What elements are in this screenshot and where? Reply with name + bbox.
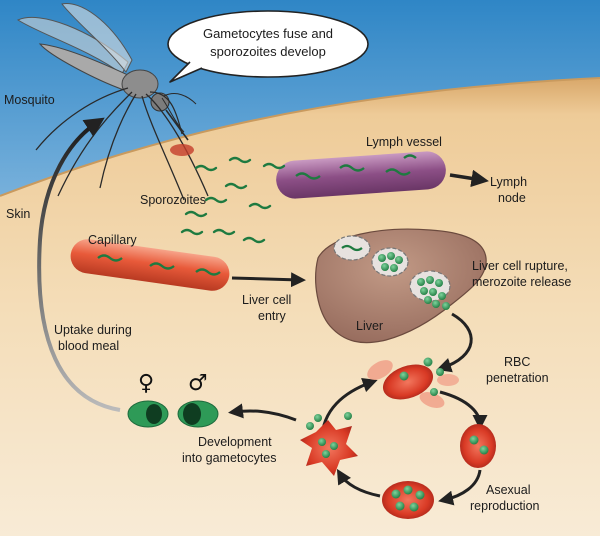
bite-wound	[170, 144, 194, 156]
bubble-text-line1: Gametocytes fuse and	[203, 26, 333, 41]
gametocyte-development-arrow	[228, 403, 297, 422]
liver-organ	[315, 228, 487, 344]
development-label-line2: into gametocytes	[182, 451, 277, 465]
rbc-penetration-label-line1: RBC	[504, 355, 530, 369]
capillary-label: Capillary	[88, 233, 137, 247]
capillary	[70, 239, 230, 291]
uptake-arrow	[37, 117, 121, 412]
liver-label: Liver	[356, 319, 383, 333]
asexual-reproduction-label-line2: reproduction	[470, 499, 540, 513]
merozoite-release-arrow	[436, 312, 473, 373]
sporozoites-scattered	[180, 156, 286, 244]
female-symbol-icon: ♀	[138, 371, 154, 396]
uptake-label-line1: Uptake during	[54, 323, 132, 337]
male-symbol-icon: ♂	[188, 371, 208, 396]
female-gametocyte	[127, 400, 169, 428]
skin-label: Skin	[6, 207, 30, 221]
lymph-node-label-line2: node	[498, 191, 526, 205]
liver-rupture-label-line2: merozoite release	[472, 275, 571, 289]
liver-rupture-label-line1: Liver cell rupture,	[472, 259, 568, 273]
uptake-label-line2: blood meal	[58, 339, 119, 353]
speech-bubble: Gametocytes fuse and sporozoites develop	[167, 10, 369, 83]
asexual-cycle	[300, 357, 496, 519]
lymph-vessel-label: Lymph vessel	[366, 135, 442, 149]
bubble-text-line2: sporozoites develop	[210, 44, 326, 59]
liver-cell-entry-label-line2: entry	[258, 309, 287, 323]
mosquito-label: Mosquito	[4, 93, 55, 107]
liver-cell-entry-label-line1: Liver cell	[242, 293, 291, 307]
lymph-node-label-line1: Lymph	[490, 175, 527, 189]
liver-entry-arrow	[231, 272, 306, 288]
lymph-node-arrow	[449, 169, 489, 188]
sporozoites-label: Sporozoites	[140, 193, 206, 207]
development-label-line1: Development	[198, 435, 272, 449]
lymph-vessel	[276, 151, 446, 199]
male-gametocyte	[177, 400, 219, 428]
rbc-penetration-label-line2: penetration	[486, 371, 549, 385]
asexual-reproduction-label-line1: Asexual	[486, 483, 530, 497]
